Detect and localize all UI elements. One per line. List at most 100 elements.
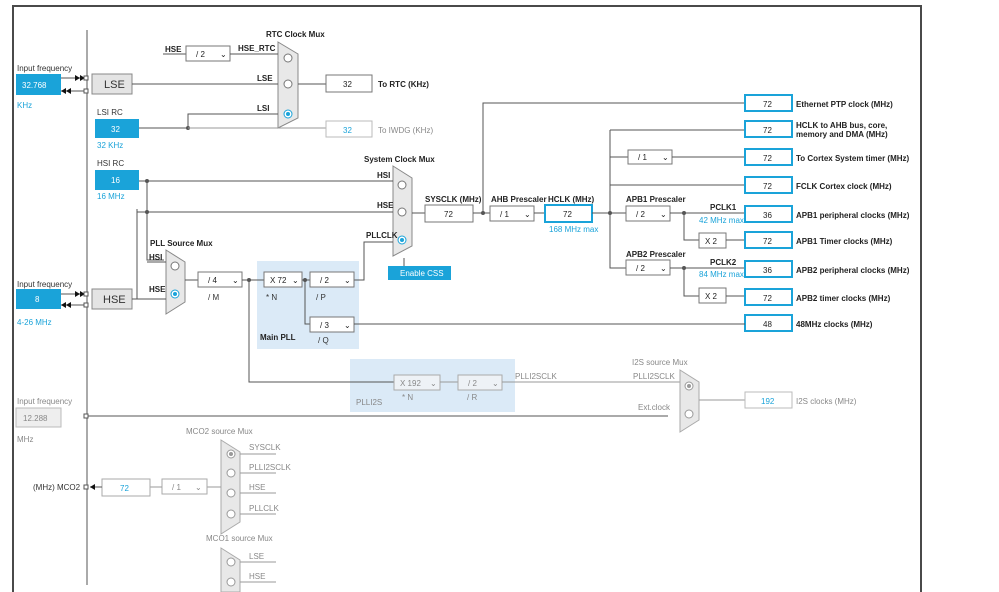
svg-text:APB2 timer clocks (MHz): APB2 timer clocks (MHz) — [796, 294, 891, 303]
mco2-value: 72 — [120, 484, 129, 493]
hsi-unit: 16 MHz — [97, 192, 125, 201]
lse-input-field[interactable] — [16, 74, 61, 95]
main-pll-label: Main PLL — [260, 333, 296, 342]
rtc-hse-label: HSE — [165, 45, 182, 54]
mco2-pllclk-label: PLLCLK — [249, 504, 279, 513]
svg-text:72: 72 — [763, 237, 772, 246]
output-hclk-ahb: 72 HCLK to AHB bus, core, memory and DMA… — [744, 120, 888, 139]
i2s-source-mux[interactable] — [679, 369, 700, 433]
lse-input-label: Input frequency — [17, 64, 72, 73]
mco2-plli2sclk-label: PLLI2SCLK — [249, 463, 291, 472]
plli2s-n-value: X 192 — [400, 379, 421, 388]
pll-q-value: / 3 — [320, 321, 329, 330]
lse-input-value: 32.768 — [22, 81, 47, 90]
mco2-source-mux[interactable] — [220, 439, 241, 535]
svg-text:36: 36 — [763, 211, 772, 220]
apb2-timer-mult-value: X 2 — [705, 292, 718, 301]
pclk1-max: 42 MHz max — [699, 216, 744, 225]
output-apb1-timer: 72 APB1 Timer clocks (MHz) — [744, 231, 893, 249]
hsi-value-box — [95, 170, 139, 190]
chevron-down-icon: ⌄ — [662, 153, 669, 162]
hclk-value: 72 — [563, 210, 572, 219]
ahb-prescaler-value: / 1 — [500, 210, 509, 219]
chevron-down-icon: ⌄ — [660, 210, 667, 219]
svg-text:FCLK Cortex clock (MHz): FCLK Cortex clock (MHz) — [796, 182, 892, 191]
arrow-left-icon — [61, 302, 66, 308]
enable-css-button[interactable] — [388, 266, 451, 280]
hse-input-field[interactable] — [16, 289, 61, 309]
svg-text:memory and DMA (MHz): memory and DMA (MHz) — [796, 130, 888, 139]
iwdg-output-label: To IWDG (KHz) — [378, 126, 433, 135]
pclk2-label: PCLK2 — [710, 258, 737, 267]
arrow-left-icon — [66, 302, 71, 308]
sysmux-hsi-label: HSI — [377, 171, 390, 180]
ext-input-value: 12.288 — [23, 414, 48, 423]
hse-range: 4-26 MHz — [17, 318, 52, 327]
plli2s-r-value: / 2 — [468, 379, 477, 388]
arrow-right-icon — [75, 75, 80, 81]
mco2-divider-value: / 1 — [172, 483, 181, 492]
chevron-down-icon: ⌄ — [344, 321, 351, 330]
pll-m-label: / M — [208, 293, 219, 302]
pll-p-divider-select[interactable] — [309, 271, 355, 288]
i2s-output-label: I2S clocks (MHz) — [796, 397, 857, 406]
output-48mhz: 48 48MHz clocks (MHz) — [744, 314, 873, 332]
chevron-down-icon: ⌄ — [344, 276, 351, 285]
ext-input-field[interactable] — [15, 407, 62, 428]
lsi-unit: 32 KHz — [97, 141, 123, 150]
rtc-mux-title: RTC Clock Mux — [266, 30, 325, 39]
pll-src-hsi-label: HSI — [149, 253, 162, 262]
svg-text:72: 72 — [763, 154, 772, 163]
arrow-left-icon — [90, 484, 95, 490]
arrow-right-icon — [75, 291, 80, 297]
hsi-value: 16 — [111, 176, 120, 185]
hse-input-value: 8 — [35, 295, 40, 304]
ext-unit: MHz — [17, 435, 33, 444]
chevron-down-icon: ⌄ — [195, 483, 202, 492]
apb1-timer-mult-value: X 2 — [705, 237, 718, 246]
pll-source-mux-title: PLL Source Mux — [150, 239, 213, 248]
i2s-mux-pll-label: PLLI2SCLK — [633, 372, 675, 381]
svg-text:36: 36 — [763, 266, 772, 275]
svg-text:72: 72 — [763, 126, 772, 135]
ahb-prescaler-label: AHB Prescaler — [491, 195, 547, 204]
chevron-down-icon: ⌄ — [232, 276, 239, 285]
i2s-value-box — [744, 391, 793, 409]
svg-text:APB1 peripheral clocks (MHz): APB1 peripheral clocks (MHz) — [796, 211, 910, 220]
apb1-prescaler-label: APB1 Prescaler — [626, 195, 686, 204]
apb2-prescaler-label: APB2 Prescaler — [626, 250, 686, 259]
lsi-value-box — [95, 119, 139, 138]
rtc-value: 32 — [343, 80, 352, 89]
mco2-mux-title: MCO2 source Mux — [186, 427, 253, 436]
rtc-output-label: To RTC (KHz) — [378, 80, 429, 89]
output-ethernet-ptp: 72 Ethernet PTP clock (MHz) — [744, 94, 893, 112]
output-apb1-peripheral: 36 APB1 peripheral clocks (MHz) — [744, 205, 910, 223]
sysclk-value: 72 — [444, 210, 453, 219]
chevron-down-icon: ⌄ — [492, 379, 499, 388]
output-apb2-timer: 72 APB2 timer clocks (MHz) — [744, 288, 891, 306]
arrow-right-icon — [80, 75, 85, 81]
rtc-value-box — [325, 74, 373, 93]
pll-n-label: * N — [266, 293, 277, 302]
pll-p-value: / 2 — [320, 276, 329, 285]
svg-text:72: 72 — [763, 100, 772, 109]
mco2-output-label: (MHz) MCO2 — [33, 483, 81, 492]
pll-q-label: / Q — [318, 336, 329, 345]
apb2-prescaler-value: / 2 — [636, 264, 645, 273]
pll-source-mux[interactable] — [165, 249, 186, 315]
svg-text:48MHz clocks (MHz): 48MHz clocks (MHz) — [796, 320, 873, 329]
mco2-sysclk-label: SYSCLK — [249, 443, 281, 452]
ext-input-label: Input frequency — [17, 397, 72, 406]
iwdg-value: 32 — [343, 126, 352, 135]
chevron-down-icon: ⌄ — [220, 50, 227, 59]
pll-n-value: X 72 — [270, 276, 287, 285]
svg-text:APB1 Timer clocks (MHz): APB1 Timer clocks (MHz) — [796, 237, 893, 246]
output-cortex-system-timer: 72 To Cortex System timer (MHz) — [744, 148, 910, 166]
enable-css-label: Enable CSS — [400, 269, 444, 278]
svg-text:Ethernet PTP clock (MHz): Ethernet PTP clock (MHz) — [796, 100, 893, 109]
plli2s-out-label: PLLI2SCLK — [515, 372, 557, 381]
arrow-left-icon — [61, 88, 66, 94]
svg-text:72: 72 — [763, 294, 772, 303]
